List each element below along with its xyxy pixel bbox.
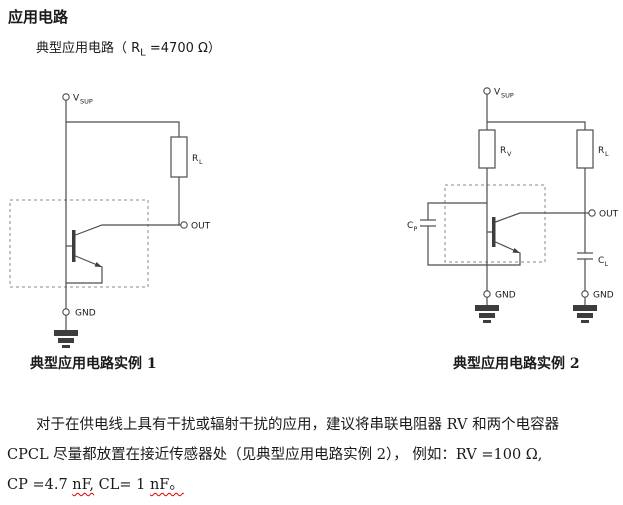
cl-label: C: [598, 256, 604, 266]
rv-label: R: [500, 146, 506, 156]
cl-label-sub: L: [605, 260, 609, 268]
subtitle-text-2: =4700 Ω）: [145, 41, 221, 56]
capacitor-cl: [577, 252, 593, 260]
subtitle: 典型应用电路（ RL =4700 Ω）: [36, 37, 221, 59]
vsup-terminal: [62, 93, 70, 101]
body-line-1: 对于在供电线上具有干扰或辐射干扰的应用，建议将串联电阻器 RV 和两个电容器: [36, 417, 560, 433]
rv-label-sub: V: [507, 150, 512, 158]
body-line-2: CPCL 尽量都放置在接近传感器处（见典型应用电路实例 2）， 例如：RV =1…: [7, 447, 543, 463]
out-label: OUT: [599, 210, 619, 220]
body-line-3: CP =4.7 nF, CL= 1 nF。: [7, 470, 619, 500]
ground-symbol: [54, 330, 78, 348]
vsup-label-sub: SUP: [80, 98, 93, 106]
page-title: 应用电路: [8, 8, 69, 26]
subtitle-subscript: L: [140, 47, 146, 59]
gnd-terminal-left: [483, 290, 491, 298]
resistor-rv: [478, 129, 496, 169]
circuit-diagram-2: V SUP R V R L C P C L OUT GND GND: [407, 87, 619, 323]
body-paragraph: 对于在供电线上具有干扰或辐射干扰的应用，建议将串联电阻器 RV 和两个电容器 C…: [7, 410, 619, 500]
out-label: OUT: [191, 222, 211, 232]
cp-label-sub: P: [414, 225, 418, 233]
cp-label: C: [407, 221, 413, 231]
npn-transistor: [492, 217, 520, 253]
vsup-label-sub: SUP: [501, 92, 514, 100]
vsup-label: V: [494, 88, 501, 98]
out-terminal: [180, 221, 188, 229]
spellcheck-flagged-text-2: nF。: [149, 477, 184, 493]
body-line-3-seg1: CP =4.7: [7, 477, 73, 493]
ground-symbol-left: [475, 305, 499, 323]
spellcheck-flagged-text-1: nF,: [72, 477, 95, 493]
subtitle-text: 典型应用电路（ R: [36, 41, 141, 56]
capacitor-cp: [420, 219, 436, 227]
sensor-boundary-box: [444, 184, 546, 263]
gnd-terminal: [62, 308, 70, 316]
rl-label: R: [598, 146, 604, 156]
caption-circuit-2: 典型应用电路实例 2: [453, 356, 580, 372]
rl-label-sub: L: [199, 158, 203, 166]
resistor-rl: [576, 129, 594, 169]
out-terminal: [588, 209, 596, 217]
body-line-3-seg2: CL= 1: [94, 477, 150, 493]
gnd-label-left: GND: [495, 291, 516, 301]
gnd-terminal-right: [581, 290, 589, 298]
rl-label: R: [192, 154, 198, 164]
resistor-rl: [170, 136, 188, 178]
wires: [427, 94, 589, 305]
sensor-boundary-box: [9, 199, 149, 288]
ground-symbol-right: [573, 305, 597, 323]
wires: [65, 100, 181, 330]
gnd-label-right: GND: [593, 291, 614, 301]
gnd-label: GND: [75, 309, 96, 319]
caption-circuit-1: 典型应用电路实例 1: [30, 356, 157, 372]
vsup-terminal: [483, 87, 491, 95]
circuit-diagram-1: V SUP R L OUT GND: [9, 93, 211, 348]
vsup-label: V: [73, 94, 80, 104]
npn-transistor: [72, 230, 102, 267]
rl-label-sub: L: [605, 150, 609, 158]
